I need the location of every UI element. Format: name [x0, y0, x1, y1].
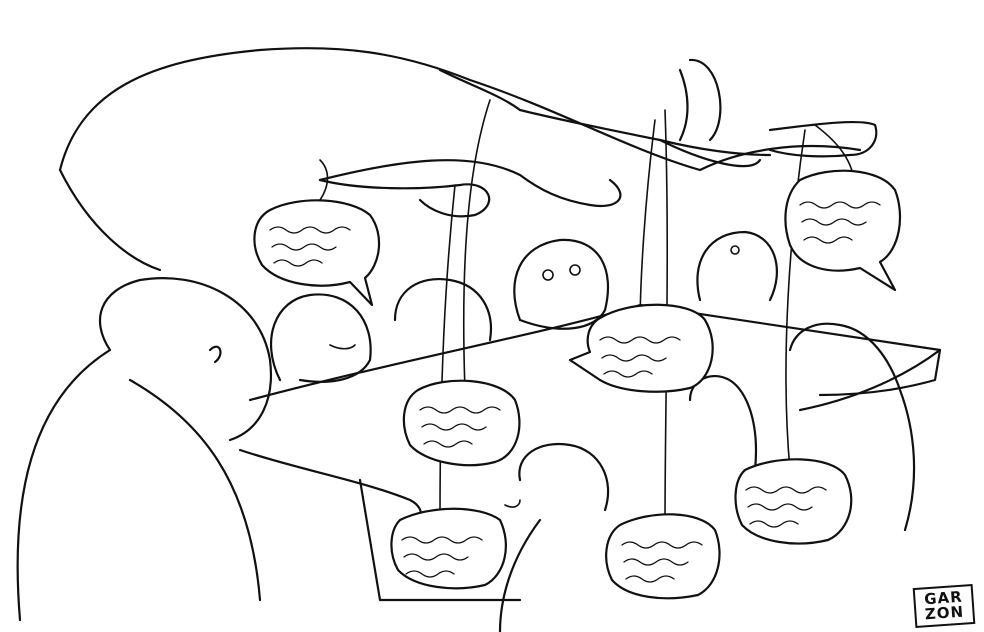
signature-line-2: ZON	[924, 602, 965, 624]
giant-hand-icon	[58, 47, 878, 272]
speech-bubble-icon	[253, 169, 902, 600]
artist-signature: GAR ZON	[912, 583, 976, 629]
